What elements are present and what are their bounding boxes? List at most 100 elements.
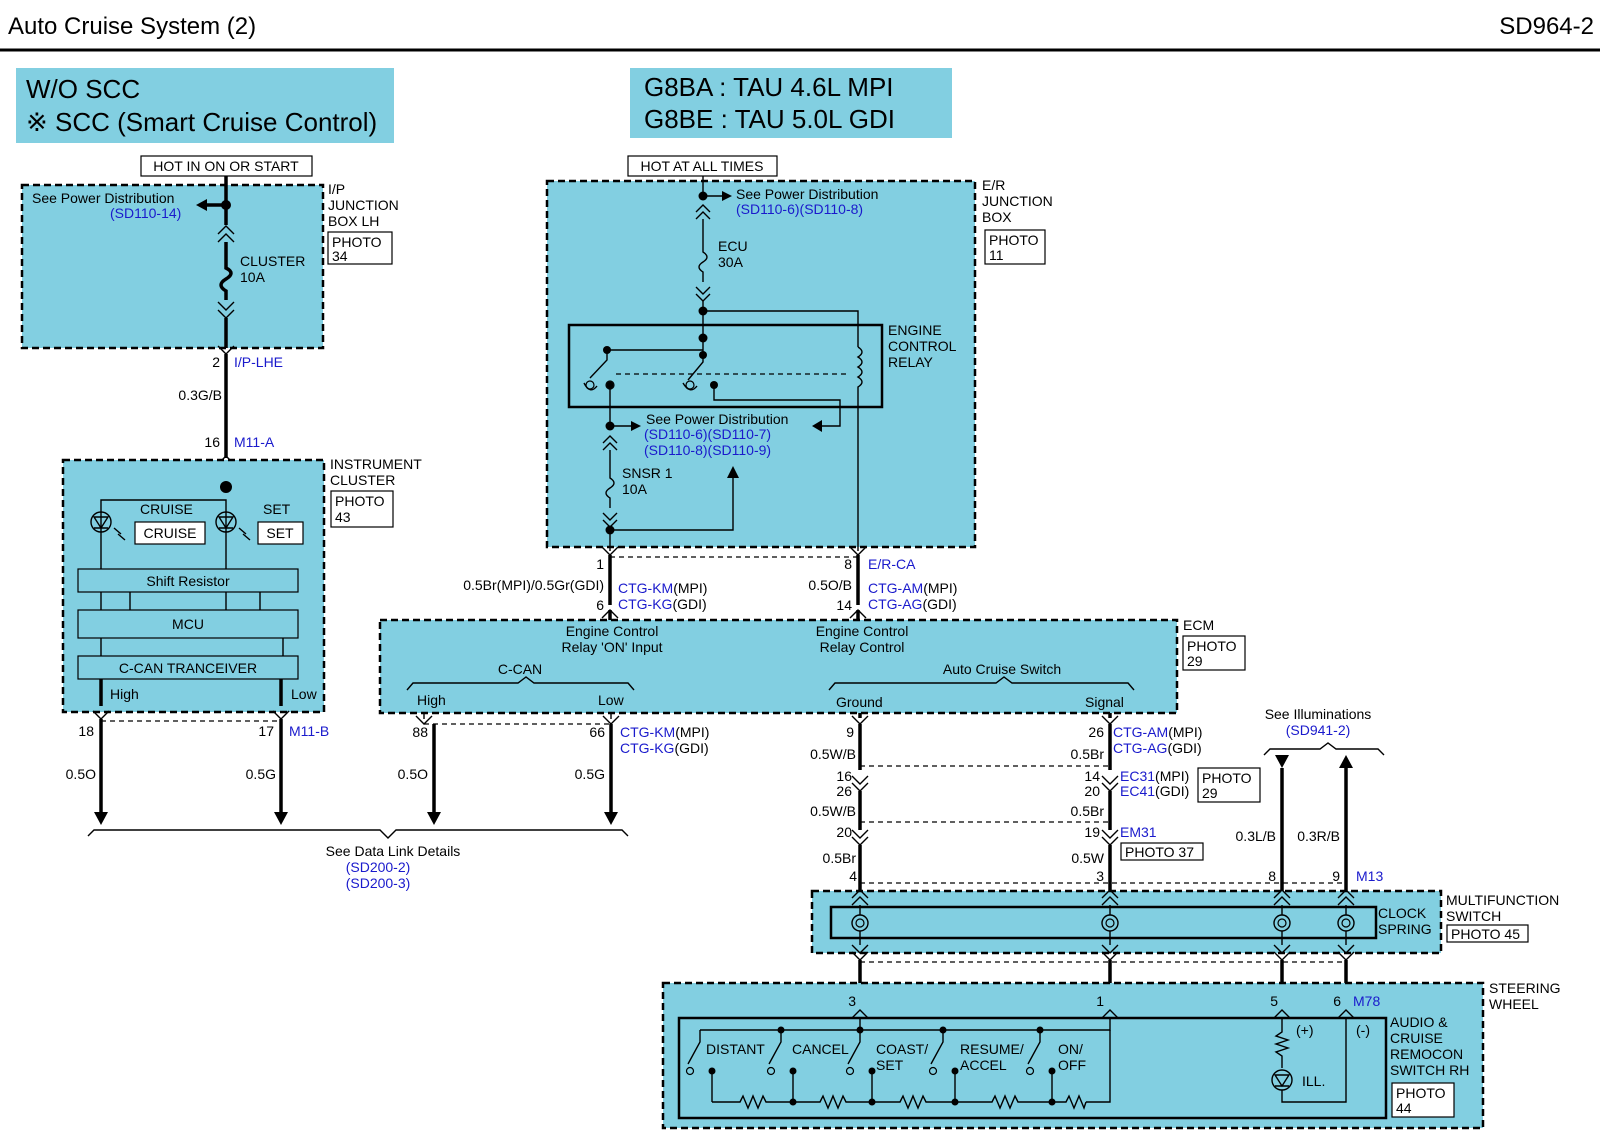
- conn-m11a-pin: 16: [204, 434, 220, 450]
- svg-text:0.3R/B: 0.3R/B: [1297, 828, 1340, 844]
- svg-text:3: 3: [1096, 868, 1104, 884]
- svg-text:34: 34: [332, 248, 348, 264]
- svg-text:ENGINE: ENGINE: [888, 322, 942, 338]
- data-link-bracket: See Data Link Details (SD200-2) (SD200-3…: [87, 829, 629, 891]
- page-title: Auto Cruise System (2): [8, 13, 256, 40]
- svg-text:(+): (+): [1296, 1022, 1314, 1038]
- banner-left-line1: W/O SCC: [26, 74, 140, 104]
- svg-text:10A: 10A: [240, 269, 266, 285]
- ecm-top-connector: [601, 546, 867, 620]
- svg-text:PHOTO: PHOTO: [989, 232, 1039, 248]
- svg-text:0.5W/B: 0.5W/B: [810, 803, 856, 819]
- svg-text:SWITCH: SWITCH: [1446, 908, 1501, 924]
- svg-text:PHOTO: PHOTO: [1396, 1085, 1446, 1101]
- svg-text:8: 8: [1268, 868, 1276, 884]
- svg-text:44: 44: [1396, 1100, 1412, 1116]
- svg-text:HOT AT ALL TIMES: HOT AT ALL TIMES: [641, 158, 764, 174]
- svg-text:6: 6: [596, 597, 604, 613]
- svg-text:ILL.: ILL.: [1302, 1073, 1325, 1089]
- svg-text:Engine Control: Engine Control: [816, 623, 909, 639]
- banner-left: W/O SCC ※ SCC (Smart Cruise Control): [16, 68, 394, 143]
- cluster-can-wires: [92, 679, 290, 825]
- svg-text:SNSR 1: SNSR 1: [622, 465, 673, 481]
- svg-text:43: 43: [335, 509, 351, 525]
- svg-text:(SD110-6)(SD110-8): (SD110-6)(SD110-8): [736, 201, 863, 217]
- svg-text:(SD110-14): (SD110-14): [110, 205, 181, 221]
- svg-text:9: 9: [846, 724, 854, 740]
- svg-text:Low: Low: [598, 692, 625, 708]
- svg-text:OFF: OFF: [1058, 1057, 1086, 1073]
- svg-text:PHOTO: PHOTO: [1202, 770, 1252, 786]
- banner-right-line2: G8BE : TAU 5.0L GDI: [644, 104, 895, 134]
- banner-right-line1: G8BA : TAU 4.6L MPI: [644, 72, 894, 102]
- ccan-tranceiver: C-CAN TRANCEIVER: [119, 660, 257, 676]
- svg-text:JUNCTION: JUNCTION: [982, 193, 1053, 209]
- svg-text:3: 3: [848, 993, 856, 1009]
- svg-text:See Data Link Details: See Data Link Details: [326, 843, 461, 859]
- svg-text:0.5W: 0.5W: [1071, 850, 1104, 866]
- svg-text:CLUSTER: CLUSTER: [330, 472, 395, 488]
- svg-text:(-): (-): [1356, 1022, 1370, 1038]
- svg-text:High: High: [110, 686, 139, 702]
- svg-text:0.5Br: 0.5Br: [1071, 803, 1105, 819]
- svg-text:WHEEL: WHEEL: [1489, 996, 1539, 1012]
- multifunction-switch: CLOCK SPRING MULTIFUNCTION SWITCH PHOTO …: [810, 889, 1559, 963]
- svg-text:0.5Br: 0.5Br: [823, 850, 857, 866]
- svg-text:0.5Br(MPI)/0.5Gr(GDI): 0.5Br(MPI)/0.5Gr(GDI): [463, 577, 604, 593]
- svg-text:I/P: I/P: [328, 181, 345, 197]
- svg-text:See Power Distribution: See Power Distribution: [646, 411, 788, 427]
- svg-text:CRUISE: CRUISE: [1390, 1030, 1443, 1046]
- svg-text:See Power Distribution: See Power Distribution: [736, 186, 878, 202]
- hot-at-all-times-label: HOT AT ALL TIMES: [627, 155, 778, 177]
- svg-text:18: 18: [78, 723, 94, 739]
- svg-text:19: 19: [1084, 824, 1100, 840]
- wire-0.3gb: 0.3G/B: [178, 387, 222, 403]
- svg-text:0.5G: 0.5G: [575, 766, 605, 782]
- svg-text:CONTROL: CONTROL: [888, 338, 957, 354]
- svg-text:BOX LH: BOX LH: [328, 213, 379, 229]
- hot-in-on-label: HOT IN ON OR START: [140, 155, 313, 177]
- svg-text:(SD110-6)(SD110-7): (SD110-6)(SD110-7): [644, 426, 771, 442]
- svg-text:SET: SET: [876, 1057, 904, 1073]
- svg-text:(SD200-2): (SD200-2): [346, 859, 411, 875]
- conn-ip-lhe: I/P-LHE: [234, 354, 283, 370]
- svg-text:30A: 30A: [718, 254, 744, 270]
- svg-text:RELAY: RELAY: [888, 354, 934, 370]
- conn-er-ca: E/R-CA: [868, 556, 916, 572]
- svg-text:10A: 10A: [622, 481, 648, 497]
- svg-text:16: 16: [836, 768, 852, 784]
- svg-text:EC41(GDI): EC41(GDI): [1120, 783, 1189, 799]
- svg-text:Signal: Signal: [1085, 694, 1124, 710]
- cruise-switch-wires: [851, 713, 1385, 898]
- svg-text:ECU: ECU: [718, 238, 748, 254]
- steering-wheel: STEERING WHEEL 3 1 5 6 M78 AUDIO & CRUIS…: [661, 960, 1561, 1130]
- svg-text:1: 1: [596, 556, 604, 572]
- svg-text:26: 26: [836, 783, 852, 799]
- conn-m78: M78: [1353, 993, 1380, 1009]
- svg-text:See Power Distribution: See Power Distribution: [32, 190, 174, 206]
- svg-text:SWITCH RH: SWITCH RH: [1390, 1062, 1469, 1078]
- svg-text:20: 20: [836, 824, 852, 840]
- svg-text:RESUME/: RESUME/: [960, 1041, 1024, 1057]
- svg-text:EC31(MPI): EC31(MPI): [1120, 768, 1189, 784]
- instrument-cluster: INSTRUMENT CLUSTER PHOTO 43 CRUISE CRUIS…: [61, 456, 422, 714]
- svg-text:PHOTO: PHOTO: [1187, 638, 1237, 654]
- svg-text:HOT IN ON OR START: HOT IN ON OR START: [153, 158, 299, 174]
- svg-text:CLOCK: CLOCK: [1378, 905, 1427, 921]
- er-junction-box: E/R JUNCTION BOX PHOTO 11 See Power Dist…: [545, 177, 1053, 549]
- conn-em31: EM31: [1120, 824, 1157, 840]
- conn-m11a: M11-A: [234, 434, 275, 450]
- svg-text:REMOCON: REMOCON: [1390, 1046, 1463, 1062]
- svg-text:E/R: E/R: [982, 177, 1005, 193]
- svg-text:PHOTO: PHOTO: [335, 493, 385, 509]
- ecm-can-wires: [415, 713, 620, 825]
- svg-text:0.3L/B: 0.3L/B: [1236, 828, 1276, 844]
- svg-text:Relay 'ON' Input: Relay 'ON' Input: [561, 639, 662, 655]
- svg-text:DISTANT: DISTANT: [706, 1041, 765, 1057]
- svg-text:ON/: ON/: [1058, 1041, 1083, 1057]
- svg-text:CLUSTER: CLUSTER: [240, 253, 305, 269]
- header: Auto Cruise System (2) SD964-2: [0, 13, 1600, 52]
- svg-text:0.5G: 0.5G: [246, 766, 276, 782]
- svg-text:Low: Low: [291, 686, 318, 702]
